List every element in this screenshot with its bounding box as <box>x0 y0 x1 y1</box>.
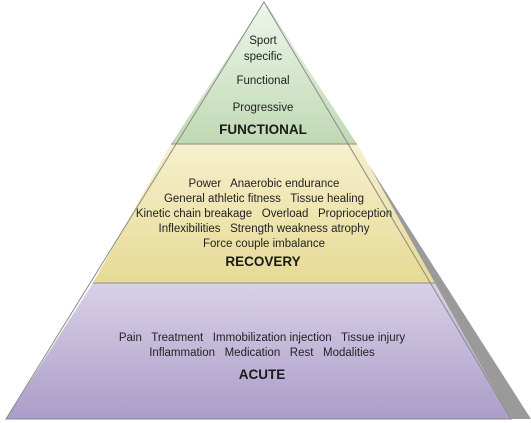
tier-functional-line: specific <box>244 51 283 63</box>
tier-recovery-line: Force couple imbalance <box>203 238 325 250</box>
tier-recovery-title: RECOVERY <box>225 254 300 269</box>
tier-acute: Pain Treatment Immobilization injection … <box>119 332 406 382</box>
tier-recovery-line: General athletic fitness Tissue healing <box>164 193 364 205</box>
tier-acute-title: ACUTE <box>239 367 286 382</box>
tier-acute-line: Pain Treatment Immobilization injection … <box>119 332 406 344</box>
tier-functional-title: FUNCTIONAL <box>219 122 307 137</box>
tier-recovery: Power Anaerobic endurance General athlet… <box>136 178 392 269</box>
tier-recovery-shape <box>93 144 435 283</box>
tier-functional-line: Functional <box>236 75 289 87</box>
tier-recovery-line: Inflexibilities Strength weakness atroph… <box>159 223 370 235</box>
tier-acute-shape <box>6 283 511 419</box>
tier-functional: Sport specific Functional Progressive FU… <box>219 35 307 137</box>
tier-functional-line: Sport <box>249 35 277 47</box>
pyramid-outline <box>5 1 512 420</box>
tier-functional-line: Progressive <box>233 102 294 114</box>
tier-acute-line: Inflammation Medication Rest Modalities <box>149 347 375 359</box>
tier-recovery-line: Kinetic chain breakage Overload Proprioc… <box>136 208 392 220</box>
tier-functional-shape <box>171 2 357 144</box>
tier-recovery-line: Power Anaerobic endurance <box>189 178 340 190</box>
